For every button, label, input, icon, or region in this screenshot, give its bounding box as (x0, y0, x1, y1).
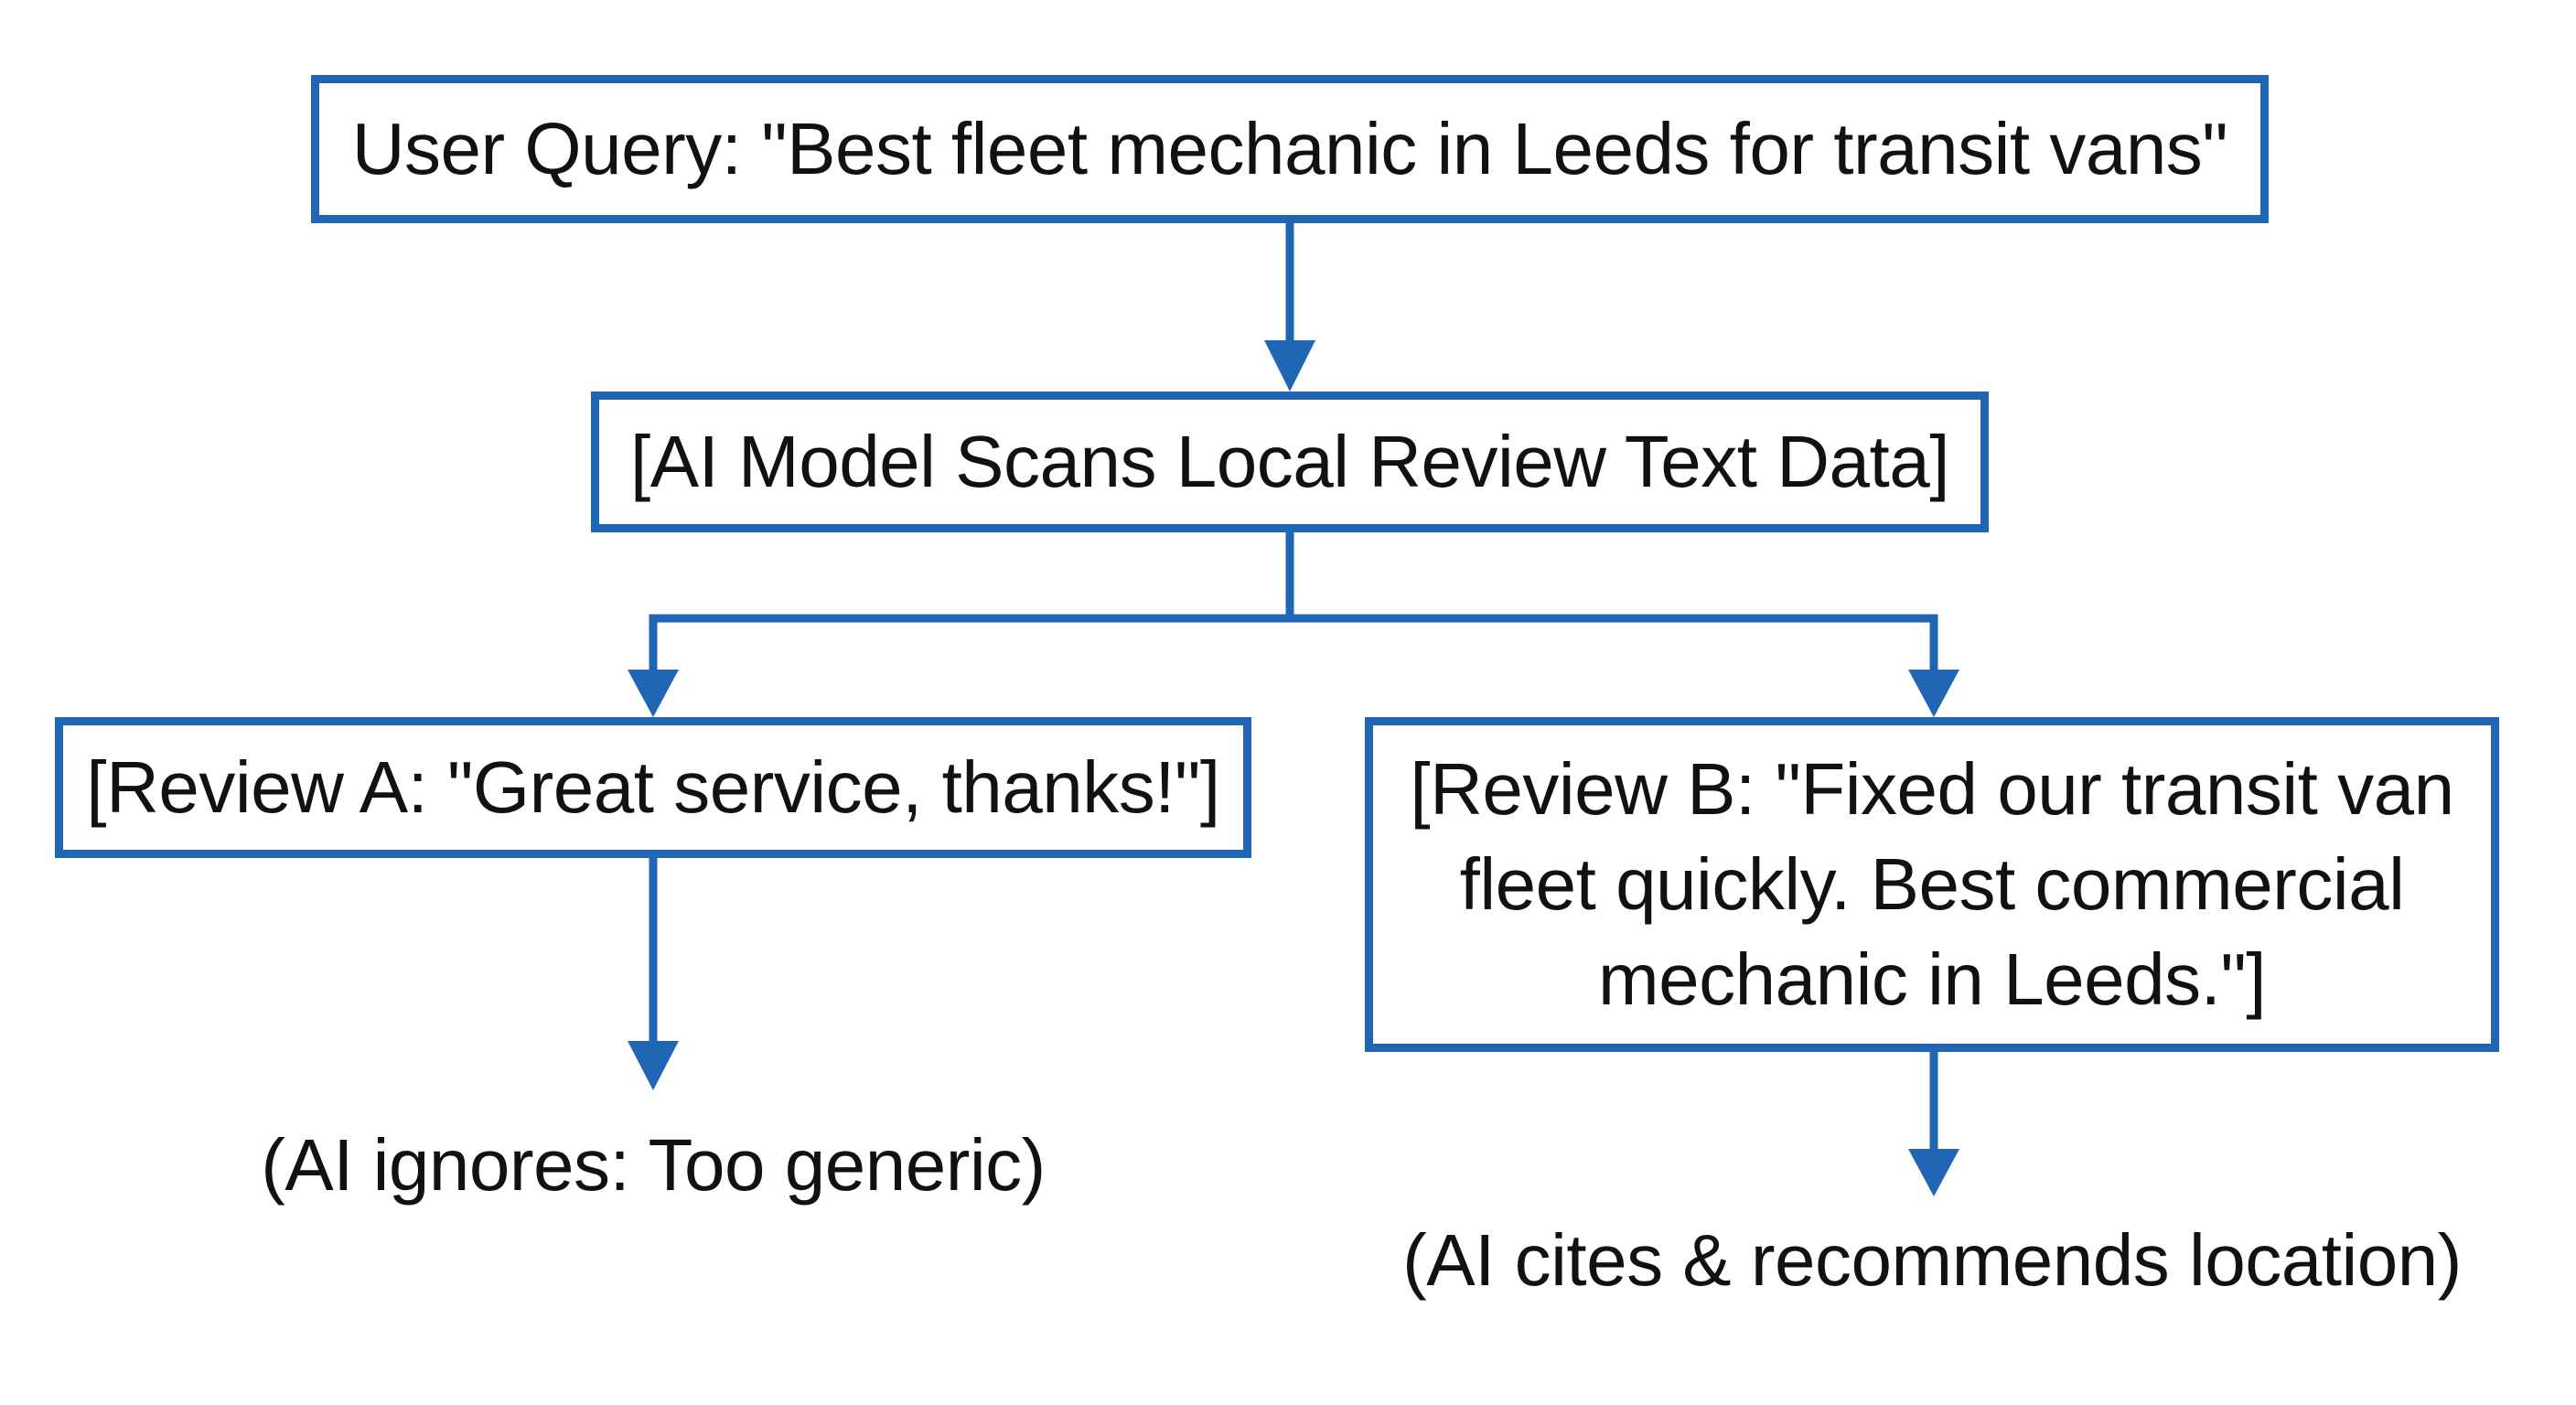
review-b-box: [Review B: "Fixed our transit van fleet … (1365, 717, 2499, 1052)
review-b-text: [Review B: "Fixed our transit van fleet … (1410, 748, 2454, 1020)
outcome-b-label: (AI cites & recommends location) (1402, 1219, 2462, 1301)
user-query-box: User Query: "Best fleet mechanic in Leed… (311, 75, 2269, 223)
ai-model-box: [AI Model Scans Local Review Text Data] (591, 391, 1989, 532)
user-query-text: User Query: "Best fleet mechanic in Leed… (351, 108, 2228, 189)
ai-model-text: [AI Model Scans Local Review Text Data] (630, 421, 1949, 502)
review-a-text: [Review A: "Great service, thanks!"] (86, 746, 1220, 828)
arrowhead-to-outcome-b (1908, 1149, 1959, 1196)
arrowhead-to-outcome-a (628, 1041, 679, 1090)
arrowhead-to-model (1264, 340, 1315, 391)
arrowhead-to-review-a (628, 670, 679, 717)
review-a-box: [Review A: "Great service, thanks!"] (55, 717, 1251, 858)
outcome-a-label: (AI ignores: Too generic) (261, 1124, 1046, 1206)
arrowhead-to-review-b (1908, 670, 1959, 717)
